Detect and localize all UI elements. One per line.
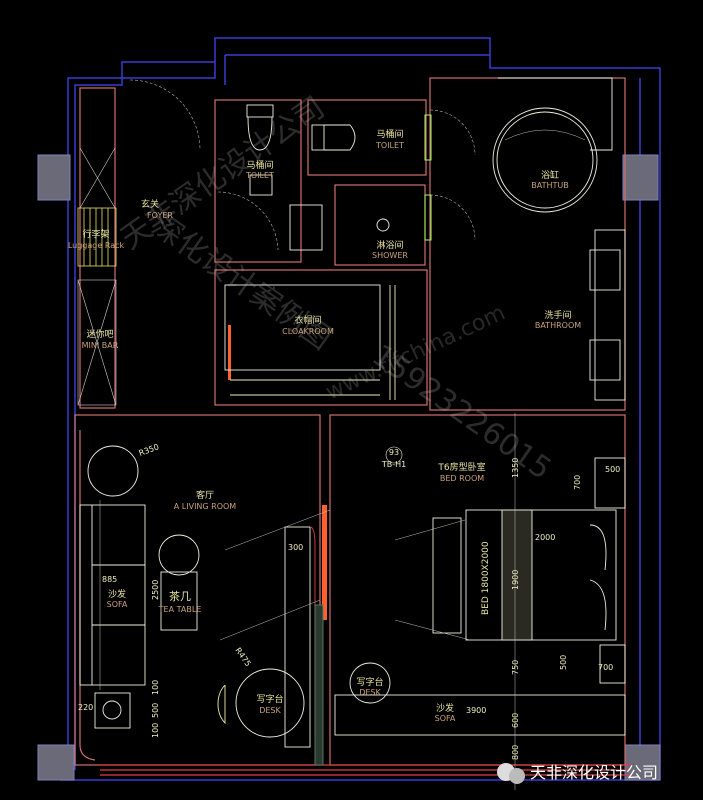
toilet2-label-en: TOILET [375,141,404,150]
desk-right-label-en: DESK [359,688,381,697]
foyer-label-en: FOYER [147,211,173,220]
dim-500-top: 500 [605,465,620,474]
shower-label-cn: 淋浴间 [376,239,403,251]
bathroom-label-en: BATHROOM [535,321,581,330]
dim-1350: 1350 [511,458,520,478]
section-marker-icon [385,446,403,464]
cloakroom-label-cn: 衣帽间 [294,314,321,326]
dim-r475: R475 [233,646,252,668]
living-label-cn: 客厅 [196,489,214,501]
dim-300: 300 [288,543,303,552]
dim-600: 600 [511,713,520,728]
desk-left-label-cn: 写字台 [256,693,283,705]
foyer-label-cn: 玄关 [141,198,159,210]
living-label-en: A LIVING ROOM [174,502,237,511]
tea-table-label-en: TEA TABLE [158,605,202,614]
cloakroom-label-en: CLOAKROOM [282,327,334,336]
toilet1-label-cn: 马桶间 [246,159,273,171]
glass-partitions [228,114,432,620]
footer-logo: 天非深化设计公司 [497,763,658,784]
bathroom-label-cn: 洗手间 [544,309,571,321]
bed-label: BED 1800X2000 [481,541,491,615]
dim-2000: 2000 [535,533,555,542]
bedroom-label-cn: T6房型卧室 [437,461,485,473]
dim-885: 885 [102,575,117,584]
fixtures [224,77,626,401]
dimension-labels: R350 885 2500 300 R475 220 500 100 100 9… [78,442,620,760]
sofa-left-label-cn: 沙发 [108,588,126,600]
dim-r350: R350 [138,442,161,458]
desk-right-label-cn: 写字台 [356,676,383,688]
minibar-label-cn: 迷你吧 [86,328,113,340]
toilet2-label-cn: 马桶间 [376,128,403,140]
section-tag: TB-H1 [381,460,406,469]
tea-table-label-cn: 茶几 [169,590,191,603]
dim-1900: 1900 [511,570,520,590]
luggage-label-cn: 行李架 [82,228,109,240]
room-labels: 玄关 FOYER 行李架 Luggage Rack 迷你吧 MINI BAR 马… [68,128,581,723]
door-swings [129,79,476,251]
footer-text: 天非深化设计公司 [530,763,658,782]
sofa-right-label-en: SOFA [435,714,456,723]
dim-220: 220 [78,703,93,712]
dim-100-a: 100 [151,680,160,695]
dim-3900: 3900 [466,706,486,715]
dim-2500: 2500 [151,580,160,600]
dim-750: 750 [511,660,520,675]
watermark-line1: 天非深化设计公司 [115,90,332,256]
dim-700-bottom: 700 [598,663,613,672]
dim-500-bottom: 500 [559,655,568,670]
minibar-label-en: MINI BAR [82,341,119,350]
bedroom-furniture [334,457,626,736]
dim-93: 93 [389,448,399,457]
toilet1-label-en: TOILET [245,171,274,180]
bathtub-label-en: BATHTUB [531,181,568,190]
outer-walls [60,37,661,781]
luggage-label-en: Luggage Rack [68,241,125,250]
luggage-rack [77,207,117,267]
living-furniture [79,445,324,766]
sofa-right-label-cn: 沙发 [436,702,454,714]
watermark-line2: 深化设计案例图 [145,208,337,357]
shower-label-en: SHOWER [372,251,408,260]
minibar-cabinet [77,147,117,406]
sofa-left-label-en: SOFA [107,600,128,609]
bedroom-label-en: BED ROOM [440,474,484,483]
desk-left-label-en: DESK [259,706,281,715]
structural-columns [37,154,661,781]
bathtub-label-cn: 浴缸 [541,169,559,181]
dimension-lines [99,413,516,790]
dim-800: 800 [511,745,520,760]
dim-700-top: 700 [573,475,582,490]
dim-500-left: 500 [151,703,160,718]
dim-100-b: 100 [151,723,160,738]
